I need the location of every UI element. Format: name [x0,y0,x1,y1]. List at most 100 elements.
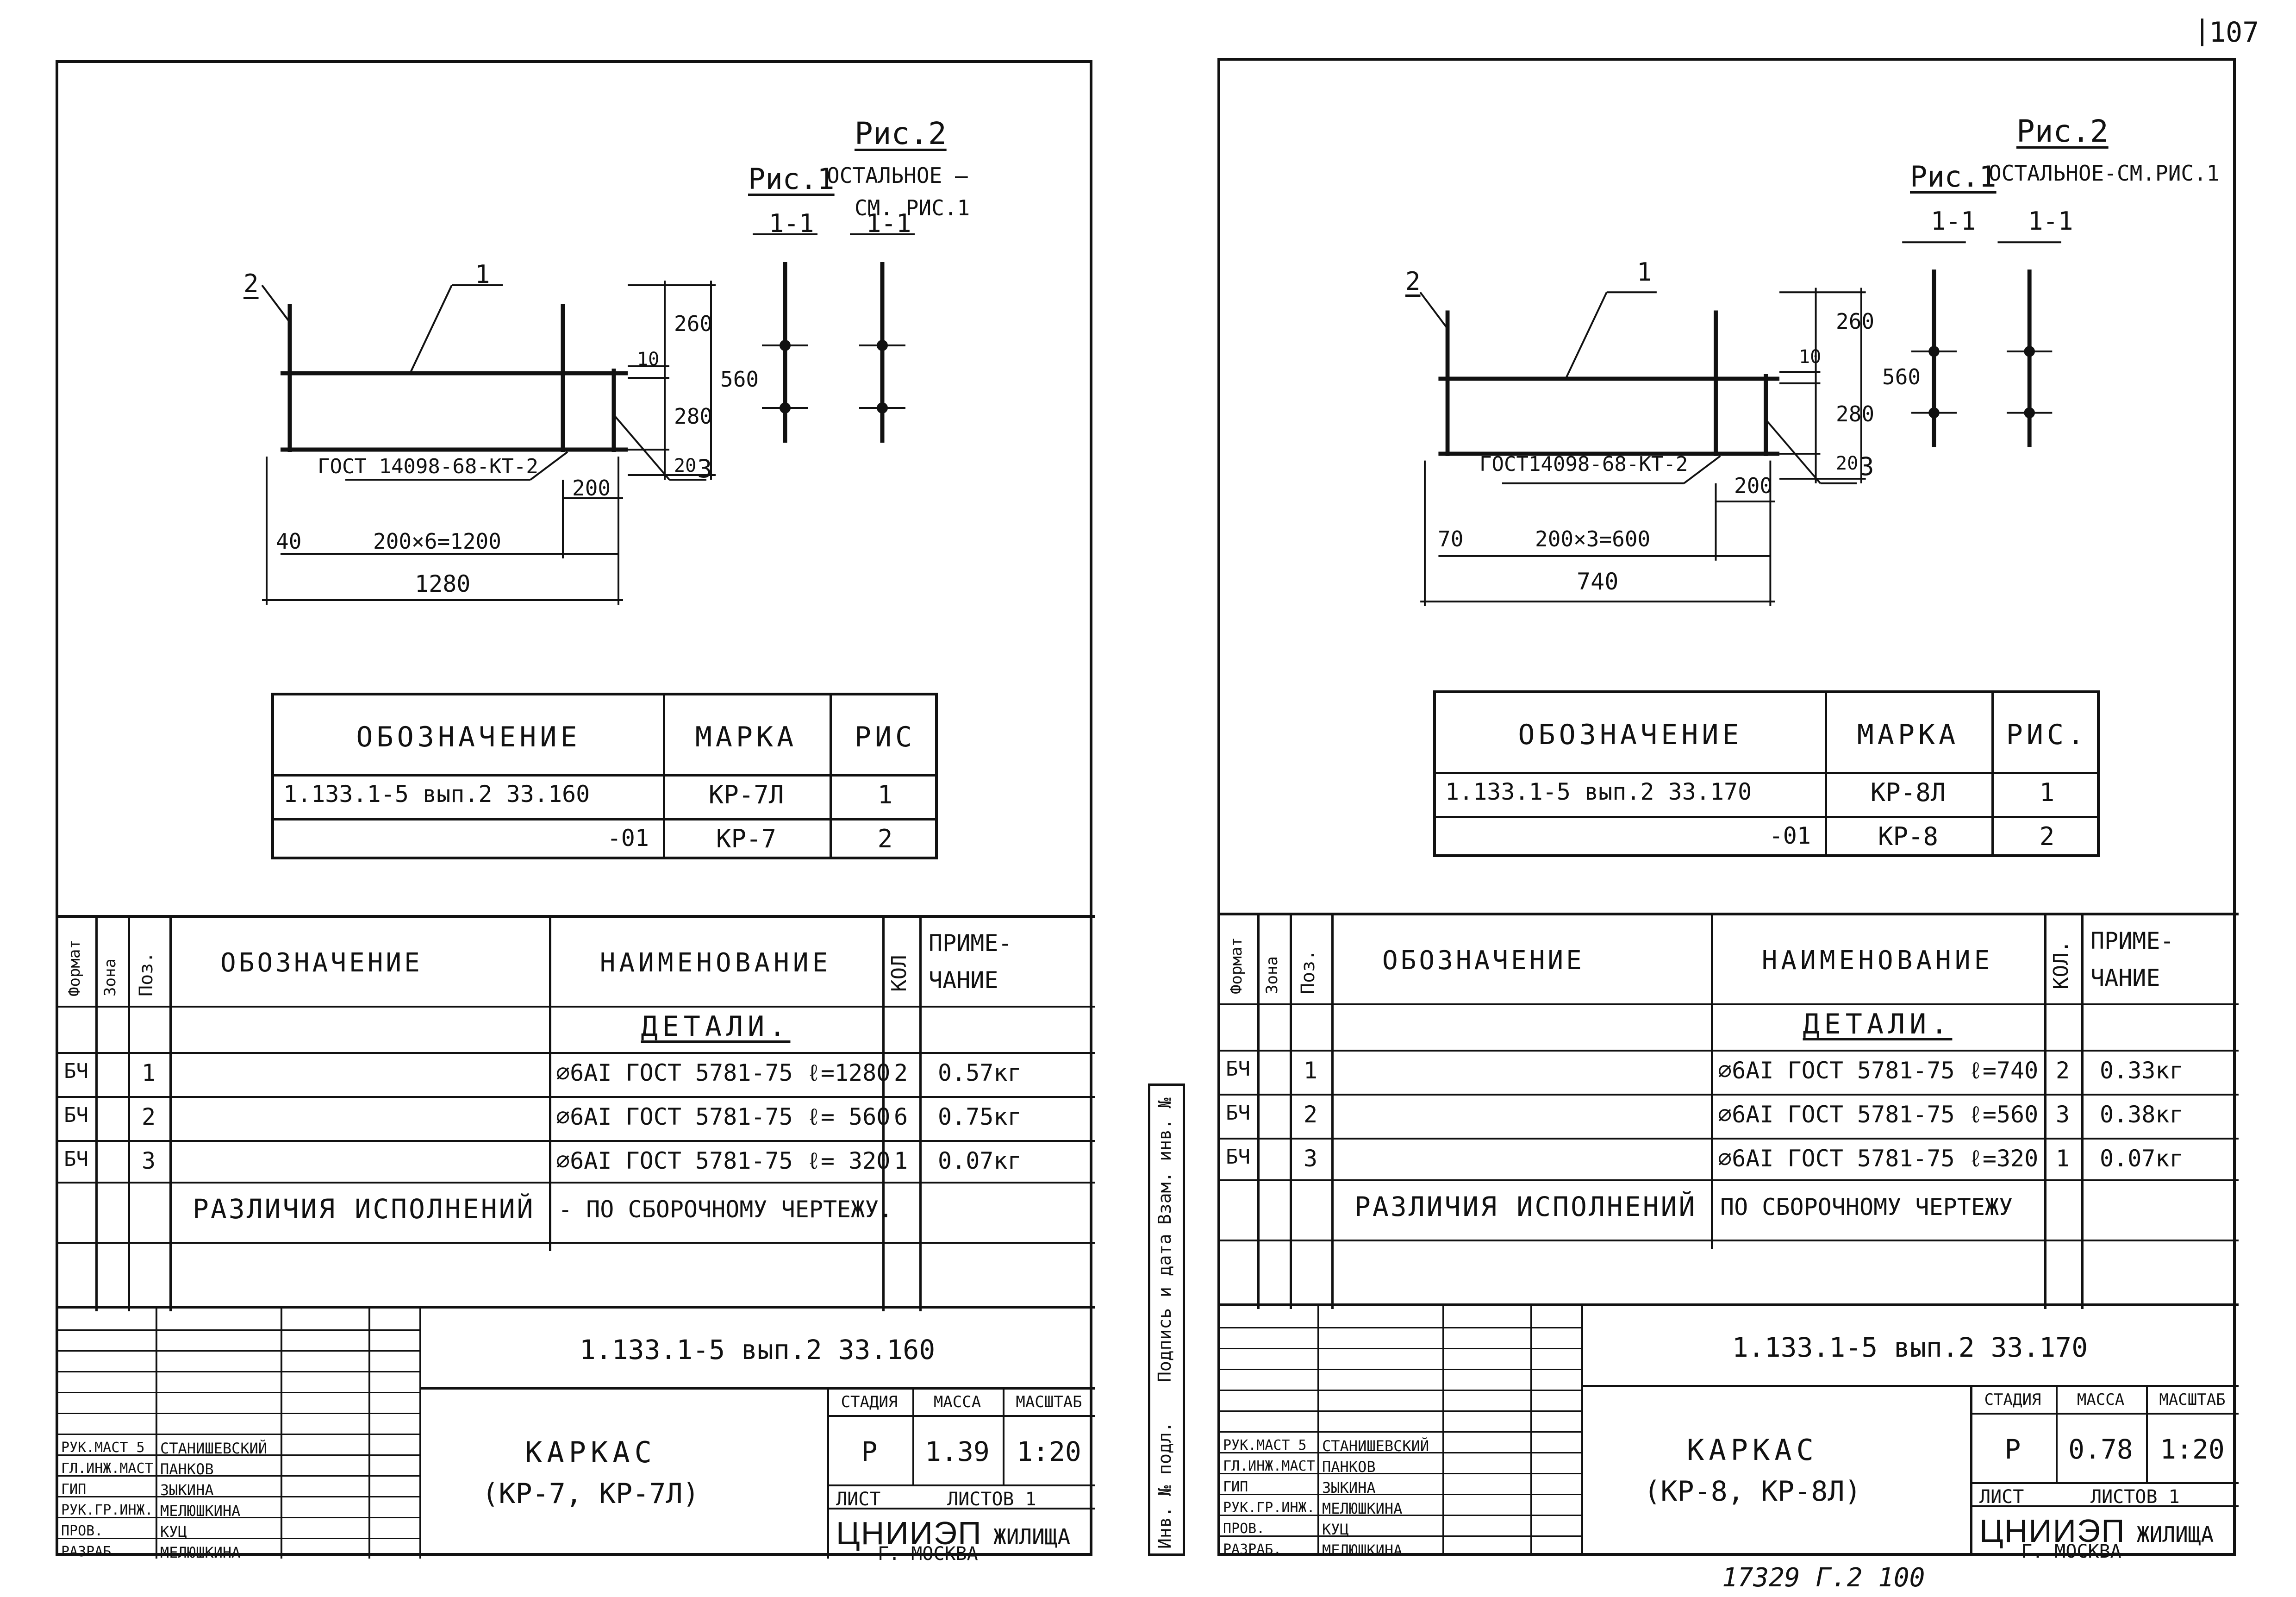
tb-org-logo: ЦНИИЭП [836,1515,982,1551]
tb-row-line [1220,1410,1581,1412]
spec-cell-note: 0.38кг [2100,1101,2184,1128]
tb-staff-name: МЕЛЮШКИНА [1322,1541,1403,1559]
spec-header-pos: Поз. [1298,949,1319,994]
spec-cell-note: 0.33кг [2100,1057,2184,1084]
spec-header-qty: КОЛ [887,955,911,992]
spec-cell-name: ⌀6AI ГОСТ 5781-75 ℓ= 560 [556,1103,891,1130]
frame-drawing [261,233,915,605]
spec-row-line [1220,1179,2239,1181]
tb-row-line [1220,1452,1581,1453]
spec-cell-pos: 1 [1303,1057,1318,1084]
tb-title-2: (КР-7, КР-7Л) [482,1478,699,1510]
tb-staff-role: РУК.МАСТ 5 [61,1440,145,1456]
tb-row-line [58,1371,419,1372]
spec-row-line [58,1140,1095,1142]
dim-560: 560 [720,367,759,392]
tb-row-line [58,1434,419,1435]
tb-row-line [58,1496,419,1497]
spec-row-line [1220,1003,2239,1005]
tb-row-line [1220,1348,1581,1349]
spec-cell-pos: 3 [141,1147,156,1174]
tb-mass-label: МАССА [2077,1390,2125,1409]
tb-row-line [58,1413,419,1414]
marks-header-fig: РИС. [2006,719,2088,751]
spec-header-qty: КОЛ. [2049,940,2073,990]
spec-cell-pos: 2 [1303,1101,1318,1128]
tb-org-logo: ЦНИИЭП [1979,1513,2126,1549]
tb-row-line [58,1475,419,1477]
spec-col-line [919,918,922,1311]
tb-staff-role: РУК.МАСТ 5 [1223,1437,1307,1453]
marks-header-mark: МАРКА [695,721,798,753]
spec-row-line [58,1182,1095,1184]
tb-title-1: КАРКАС [1687,1433,1818,1467]
tb-row-line [1220,1473,1581,1474]
spec-col-line [2044,915,2046,1309]
dim-10: 10 [637,349,660,370]
pos-label-1: 1 [475,260,490,289]
tb-org-name: ЖИЛИЩА [993,1524,1071,1549]
spec-cell-name: ⌀6AI ГОСТ 5781-75 ℓ=740 [1718,1057,2039,1084]
fig1-title: Рис.1 [1910,160,1997,194]
tb-sheets-label: ЛИСТОВ 1 [2090,1486,2180,1508]
tb-row-line [58,1392,419,1393]
tb-staff-role: ПРОВ. [1223,1521,1265,1537]
spec-cell-format: БЧ [1226,1057,1250,1081]
marks-cell-fig: 1 [2039,778,2055,807]
dim-20: 20 [1836,453,1859,474]
tb-hline-sheets [827,1508,1095,1509]
marks-cell-fig: 2 [2039,822,2055,851]
marks-cell-mark: КР-8Л [1870,778,1946,807]
marks-cell-mark: КР-7Л [708,780,784,809]
spec-header-designation: ОБОЗНАЧЕНИЕ [1382,946,1585,976]
tb-title-2: (КР-8, КР-8Л) [1644,1475,1861,1508]
side-stamp-sign: Подпись и дата [1154,1234,1175,1382]
tb-row-line [58,1329,419,1331]
tb-staff-role: РАЗРАБ. [61,1544,120,1560]
tb-vline-mass [1003,1387,1004,1484]
spec-row-line [58,1052,1095,1054]
spec-cell-name: ⌀6AI ГОСТ 5781-75 ℓ= 320 [556,1147,891,1174]
spec-header-note-1: ПРИМЕ- [929,930,1012,957]
tb-col-line [419,1309,421,1559]
tb-row-line [1220,1369,1581,1370]
tb-staff-role: РУК.ГР.ИНЖ. [1223,1500,1315,1516]
tb-vline-info [827,1387,829,1559]
fig2-note-1: ОСТАЛЬНОЕ-СМ.РИС.1 [1989,161,2220,186]
spec-row-line [58,1006,1095,1008]
dim-200: 200 [572,476,611,501]
spec-cell-format: БЧ [64,1059,88,1083]
fig1-section: 1-1 [1931,207,1976,236]
tb-org-city: Г. МОСКВА [2021,1541,2121,1562]
tb-staff-name: СТАНИШЕВСКИЙ [160,1440,268,1457]
dim-left: 70 [1438,526,1464,551]
tb-row-line [1220,1494,1581,1495]
gost-label: ГОСТ14098-68-КТ-2 [1479,452,1688,476]
tb-hline-values [1970,1482,2239,1484]
page-number: 107 [2201,19,2259,46]
tb-sheets-label: ЛИСТОВ 1 [947,1489,1036,1510]
tb-stage-label: СТАДИЯ [1984,1390,2041,1409]
marks-row-line [1436,816,2097,818]
marks-header-designation: ОБОЗНАЧЕНИЕ [1518,719,1743,751]
marks-cell-designation: 1.133.1-5 вып.2 33.160 [283,781,590,808]
tb-vline-stage [2056,1385,2058,1482]
pos-label-3: 3 [697,454,712,483]
dim-280: 280 [1836,401,1875,426]
tb-hline-heads [1970,1413,2239,1415]
tb-staff-role: ГИП [1223,1479,1248,1495]
spec-cell-name: ⌀6AI ГОСТ 5781-75 ℓ=1280 [556,1059,891,1086]
side-stamp-inv: Инв. № подл. [1154,1422,1175,1549]
spec-row-line [1220,1050,2239,1052]
tb-staff-name: МЕЛЮШКИНА [160,1544,241,1561]
fig1-title: Рис.1 [748,162,835,196]
spec-cell-format: БЧ [64,1103,88,1127]
pos-label-3: 3 [1859,452,1874,481]
tb-staff-name: ЗЫКИНА [1322,1479,1376,1497]
fig2-title: Рис.2 [2016,113,2109,149]
tb-row-line [58,1517,419,1518]
marks-cell-designation: 1.133.1-5 вып.2 33.170 [1445,778,1752,805]
